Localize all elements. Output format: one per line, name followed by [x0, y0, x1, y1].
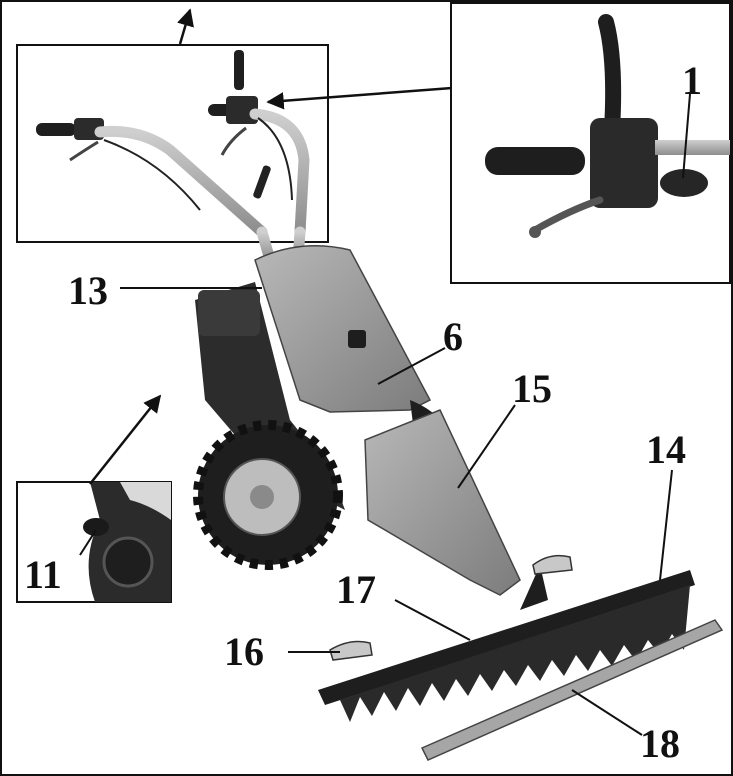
callout-16: 16 [224, 629, 264, 674]
cutter-bar [318, 565, 695, 722]
callout-6: 6 [443, 314, 463, 359]
leader-15 [457, 404, 516, 489]
leader-18 [571, 689, 643, 736]
handlebar-inset [16, 44, 329, 243]
callout-14: 14 [646, 427, 686, 472]
leader-14 [659, 469, 673, 581]
clamp-16 [329, 640, 373, 661]
callout-18: 18 [640, 721, 680, 766]
leader-6 [377, 347, 446, 385]
mower-body [193, 226, 521, 596]
callout-17: 17 [336, 567, 376, 612]
clamp-right [532, 554, 573, 575]
callout-13: 13 [68, 268, 108, 313]
inset-link-arrow [266, 86, 453, 110]
leader-17 [394, 599, 471, 641]
callout-11: 11 [24, 552, 62, 597]
lever-detail-inset [450, 2, 731, 284]
leader-11 [79, 529, 97, 556]
callout-15: 15 [512, 366, 552, 411]
up-arrow [177, 8, 194, 45]
starter-inset [16, 481, 172, 603]
callout-1: 1 [682, 58, 702, 103]
starter-arrow [89, 394, 162, 485]
